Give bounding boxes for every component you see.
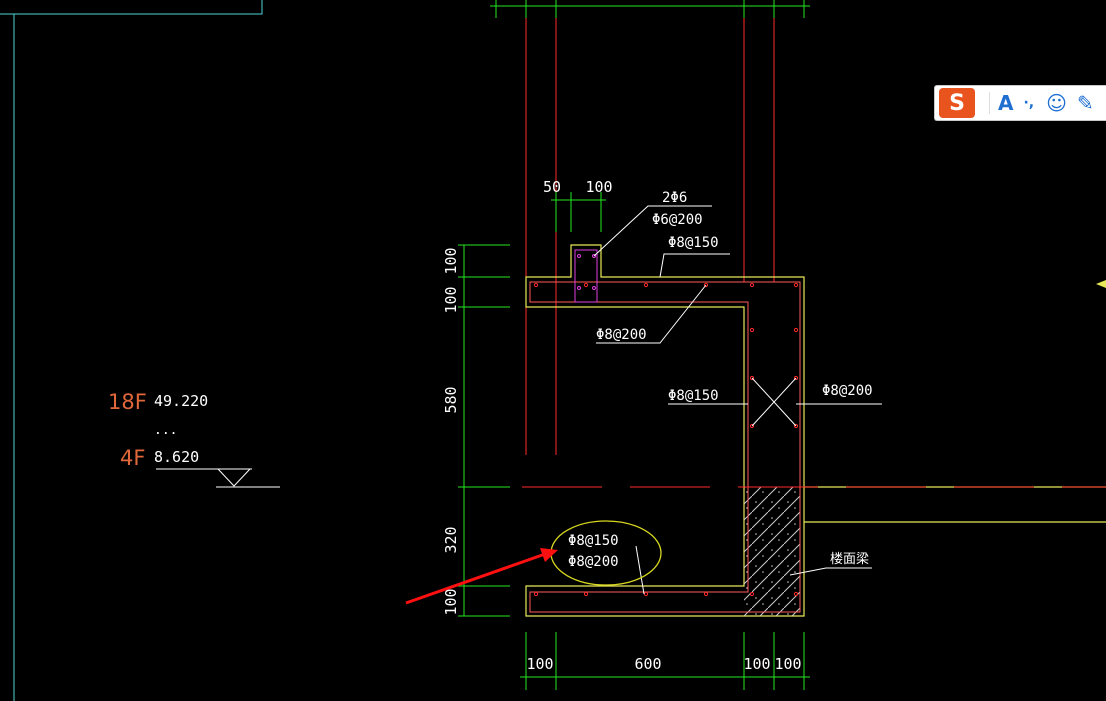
elevation-ellipsis: ... xyxy=(154,423,177,438)
label-bottom-slab-top: Φ8@150 xyxy=(568,533,619,549)
viewport-frame xyxy=(0,0,263,701)
rebar-dots xyxy=(533,282,799,597)
dim-bottom-600: 600 xyxy=(634,655,661,673)
ime-separator xyxy=(989,92,990,114)
annotation-arrow xyxy=(405,548,558,605)
elevation-bottom: 8.620 xyxy=(154,448,199,466)
highlight-ellipse xyxy=(550,520,662,586)
floor-label-4f: 4F xyxy=(120,446,145,470)
dim-bottom-100-a: 100 xyxy=(526,655,553,673)
dim-bottom-100-c: 100 xyxy=(774,655,801,673)
dim-left-100-a: 100 xyxy=(442,247,460,274)
bottom-dimension-chain xyxy=(520,632,810,690)
wall-rebar-lines-upper xyxy=(525,0,775,455)
leader-lines xyxy=(593,205,882,595)
label-wall-inner: Φ8@150 xyxy=(668,388,719,404)
label-floor-beam: 楼面梁 xyxy=(830,552,869,567)
label-bottom-slab-bottom: Φ8@200 xyxy=(568,554,619,570)
ime-punctuation-toggle[interactable]: ·, xyxy=(1023,95,1035,111)
ime-toolbar[interactable]: S A ·, ☺ ✎ xyxy=(934,85,1106,121)
dim-bottom-100-b: 100 xyxy=(743,655,770,673)
left-dimension-chain xyxy=(458,244,510,617)
label-wall-outer: Φ8@200 xyxy=(822,383,873,399)
floor-label-18f: 18F xyxy=(108,390,147,414)
ime-emoji-icon[interactable]: ☺ xyxy=(1046,91,1067,115)
dim-top-100: 100 xyxy=(585,178,612,196)
wall-tie-cross xyxy=(751,377,797,427)
top-dimension-line xyxy=(490,0,810,18)
label-upstand-main: 2Φ6 xyxy=(662,190,687,206)
elevation-top: 49.220 xyxy=(154,392,208,410)
section-rebar xyxy=(522,281,1106,613)
dim-left-320: 320 xyxy=(442,526,460,553)
label-upstand-stirrup: Φ6@200 xyxy=(652,212,703,228)
upstand-dimension xyxy=(551,192,606,232)
elevation-marker xyxy=(156,468,280,488)
dim-left-580: 580 xyxy=(442,386,460,413)
dim-left-100-c: 100 xyxy=(442,588,460,615)
dim-left-100-b: 100 xyxy=(442,286,460,313)
ime-logo-icon[interactable]: S xyxy=(939,88,975,118)
label-top-slab-bottom: Φ8@200 xyxy=(596,327,647,343)
upstand-stirrup xyxy=(574,249,598,303)
ime-language-toggle[interactable]: A xyxy=(998,91,1014,115)
beam-hatch xyxy=(744,487,800,616)
label-top-slab-top: Φ8@150 xyxy=(668,235,719,251)
dim-top-50: 50 xyxy=(543,178,561,196)
ime-pen-icon[interactable]: ✎ xyxy=(1076,91,1094,115)
right-edge-marker xyxy=(1096,280,1106,288)
